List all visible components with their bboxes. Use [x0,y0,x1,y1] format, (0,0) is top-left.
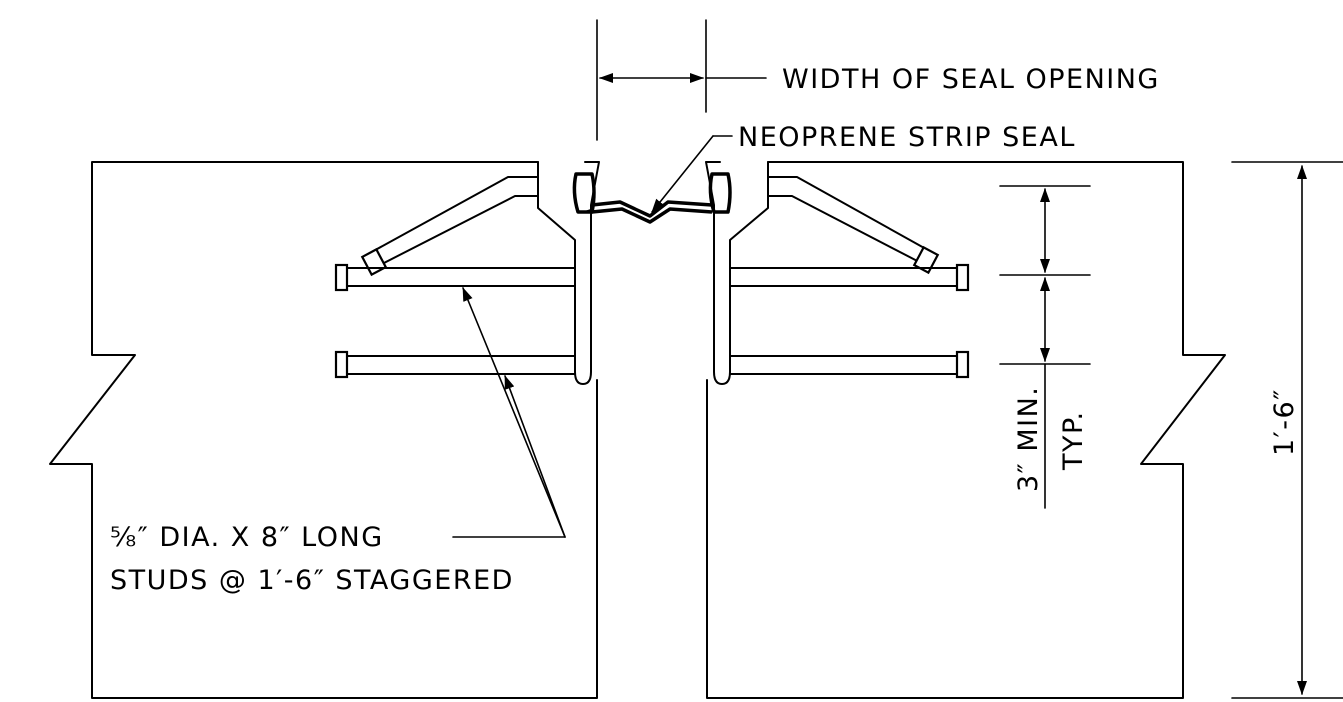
neoprene-strip-seal-label: NEOPRENE STRIP SEAL [738,122,1076,153]
width-of-seal-opening-label: WIDTH OF SEAL OPENING [782,64,1160,95]
right-studs [729,263,970,379]
stud-spacing-dimension [999,185,1091,509]
left-steel-extrusion [537,161,600,385]
stud-spec-line-1: ⅝″ DIA. X 8″ LONG [110,522,384,553]
right-steel-extrusion [705,161,769,385]
strip-seal-leader [651,135,733,213]
min-spacing-typ-label: TYP. [1058,410,1089,471]
stud-spec-line-2: STUDS @ 1′-6″ STAGGERED [110,565,514,596]
seal-opening-dimension [596,19,767,141]
stud-leader [452,287,566,538]
left-bent-anchor [360,176,539,277]
neoprene-strip-seal [572,172,732,224]
right-slab-outline [706,161,1226,699]
slab-depth-label: 1′-6″ [1269,388,1300,456]
left-slab-outline [49,161,598,699]
left-studs [334,263,576,379]
right-bent-anchor [767,176,940,275]
min-spacing-label: 3″ MIN. [1013,386,1044,492]
slab-depth-dimension [1231,161,1343,699]
